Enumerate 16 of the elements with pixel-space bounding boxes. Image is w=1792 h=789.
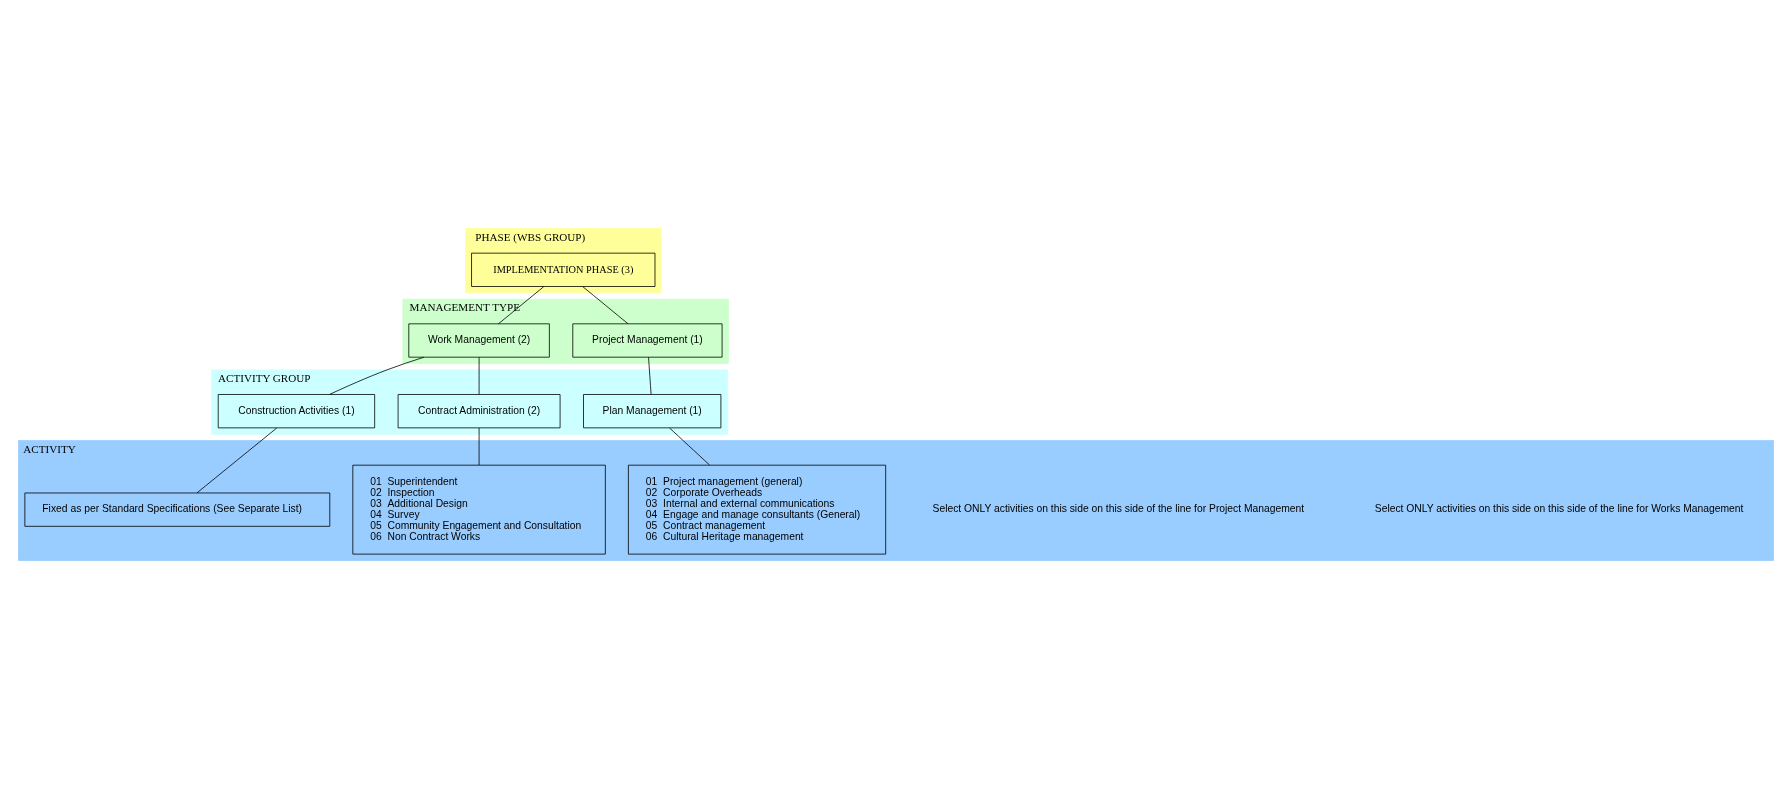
connector xyxy=(648,356,652,395)
node-box: 01 Project management (general) 02 Corporate Overheads 03 Internal and external communications 04 Engage and manage consultants (General) 05 Contract management 06 Cultural Heritage management xyxy=(628,464,887,555)
node-box: Project Management (1) xyxy=(572,323,723,358)
node-box: Fixed as per Standard Specifications (See Separate List) xyxy=(24,492,331,527)
node-box: Construction Activities (1) xyxy=(217,394,376,429)
connector xyxy=(196,427,278,494)
label: Select ONLY activities on this side on this side of the line for Works Management xyxy=(1374,503,1744,515)
connector xyxy=(498,286,545,325)
label: Select ONLY activities on this side on this side of the line for Project Management xyxy=(932,503,1305,515)
node-box: 01 Superintendent 02 Inspection 03 Additional Design 04 Survey 05 Community Engagement and Consultation 06 Non Contract Works xyxy=(352,464,606,555)
node-box: Work Management (2) xyxy=(408,323,550,358)
node-box: IMPLEMENTATION PHASE (3) xyxy=(471,252,656,287)
node-box: Contract Administration (2) xyxy=(397,394,561,429)
connector xyxy=(478,356,480,395)
node-box: Plan Management (1) xyxy=(583,394,722,429)
connector xyxy=(582,286,629,325)
